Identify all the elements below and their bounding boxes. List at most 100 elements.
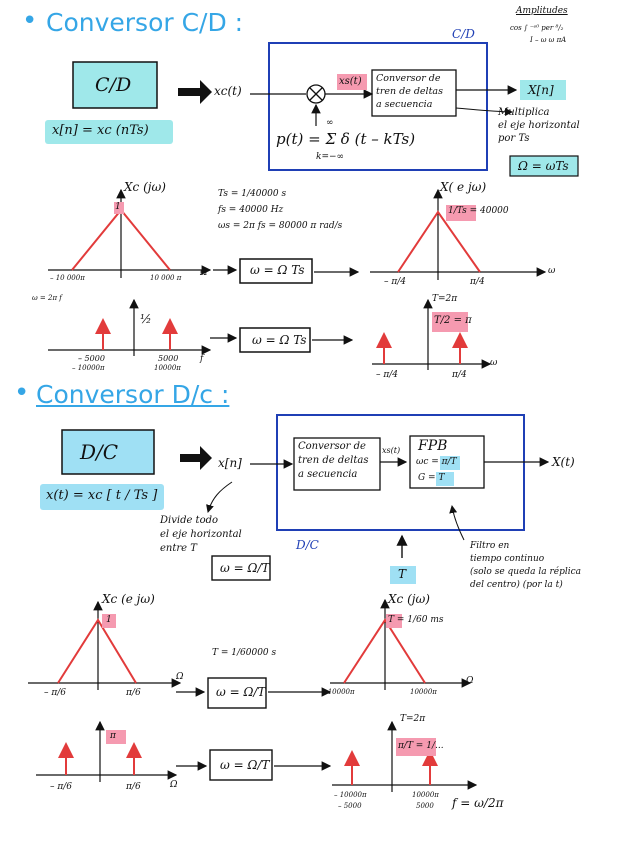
dc-plot3-tick-right: π/6 — [126, 782, 141, 792]
cd-title: Conversor C/D : — [46, 8, 244, 37]
bullet-icon: • — [14, 378, 30, 408]
bullet-icon: • — [22, 6, 38, 36]
cd-plot2-label: X( e jω) — [440, 180, 487, 194]
cd-plot3-tick-3: 5000 — [158, 354, 179, 363]
dc-triangle-2 — [343, 618, 426, 684]
cd-plot2-peak: 1/Ts = 40000 — [448, 206, 509, 216]
cd-xc-t: xc(t) — [214, 84, 242, 98]
cd-plot3-tick-1: – 5000 — [78, 354, 105, 363]
top-note-1: Amplitudes — [516, 6, 568, 16]
dc-big-arrow — [180, 446, 212, 470]
cd-plot1-tick-right: 10 000 π — [150, 274, 182, 282]
dc-corner-label: D/C — [296, 538, 319, 552]
cd-sum-bot: k=−∞ — [316, 152, 345, 162]
dc-left-box-text: ω = Ω/T — [220, 561, 270, 575]
dc-wc: ωc = π/T — [416, 457, 457, 467]
cd-omega-note: ω = 2π f — [32, 294, 62, 302]
dc-plot2-tick-right: 10000π — [410, 688, 437, 696]
dc-plot3-axis: Ω — [170, 780, 178, 790]
xn-highlight — [520, 80, 566, 100]
dc-plot1-peak: 1 — [106, 615, 112, 625]
cd-sum-top: ∞ — [326, 118, 334, 128]
dc-block-box — [61, 429, 155, 475]
dc-plot1-axis: Ω — [176, 672, 184, 682]
cd-plot4-tick-right: π/4 — [452, 370, 467, 380]
dc-xs: xs(t) — [382, 446, 401, 455]
cd-corner-label: C/D — [452, 27, 475, 41]
cd-xs-t: xs(t) — [339, 76, 362, 87]
cd-plot4-axis: ω — [490, 358, 498, 368]
dc-out: X(t) — [552, 455, 575, 469]
dc-system-box — [276, 414, 525, 531]
cd-map-box — [239, 258, 313, 284]
cd-xn: X[n] — [528, 83, 554, 97]
dc-left-box — [211, 555, 271, 581]
cd-plot2-axis: ω — [548, 266, 556, 276]
dc-plot1-label: Xc (e jω) — [102, 592, 155, 606]
omega-box-outline — [509, 155, 579, 177]
cd-map-box-2-text: ω = Ω Ts — [252, 333, 307, 347]
dc-plot4-top: T=2π — [400, 714, 426, 724]
dc-gain: G = T — [418, 473, 445, 483]
dc-plot2-label: Xc (jω) — [388, 592, 430, 606]
cd-plot4-top: T=2π — [432, 294, 458, 304]
dc-map-box-2-text: ω = Ω/T — [220, 758, 270, 772]
cd-plot4-tick-left: – π/4 — [376, 370, 399, 380]
dc-map-box-2 — [209, 749, 273, 781]
dc-title: Conversor D/c : — [36, 380, 230, 409]
dc-plot3-tick-left: – π/6 — [50, 782, 73, 792]
dc-converter-box — [293, 437, 381, 491]
cd-triangle-2 — [397, 210, 481, 273]
cd-pt: p(t) = Σ δ (t – kTs) — [276, 130, 416, 148]
dc-period: T = 1/60000 s — [212, 648, 277, 658]
cd-plot2-tick-left: – π/4 — [384, 277, 407, 287]
dc-freq: f = ω/2π — [452, 796, 504, 810]
dc-fpb: FPB — [418, 438, 448, 454]
top-note-3: I – ω ω πA — [530, 36, 567, 44]
dc-formula-highlight — [40, 484, 164, 510]
dc-block-label: D/C — [80, 440, 119, 464]
dc-plot1-tick-right: π/6 — [126, 688, 141, 698]
cd-big-arrow — [178, 80, 212, 104]
dc-map-box-text: ω = Ω/T — [216, 685, 266, 699]
dc-triangle-1 — [57, 618, 137, 684]
cd-plot4-peak: T/2 = π — [434, 315, 472, 326]
cd-formula-highlight — [45, 120, 173, 144]
cd-plot1-axis: Ω — [200, 268, 208, 278]
cd-plot3-tick-4: 10000π — [154, 364, 181, 372]
cd-block-box — [72, 61, 158, 109]
dc-plot3-peak: π — [110, 731, 116, 741]
cd-omega-box: Ω = ωTs — [518, 159, 569, 173]
dc-plot4-peak: π/T = 1/... — [398, 741, 444, 751]
dc-plot4-tick-4: 5000 — [416, 802, 434, 810]
dc-plot4-tick-1: – 10000π — [334, 791, 367, 799]
cd-map-box-2 — [239, 327, 311, 353]
dc-plot4-tick-2: – 5000 — [338, 802, 362, 810]
dc-plot2-axis: Ω — [466, 676, 474, 686]
cd-system-box — [268, 42, 488, 171]
dc-xn: x[n] — [218, 456, 242, 470]
cd-plot1-peak: 1 — [115, 202, 121, 212]
cd-plot3-half: ½ — [140, 312, 152, 326]
dc-plot2-peak: T = 1/60 ms — [388, 615, 444, 625]
cd-converter-box — [371, 69, 457, 117]
dc-t-box: T — [398, 567, 407, 581]
cd-block-label: C/D — [95, 74, 132, 96]
dc-formula: x(t) = xc [ t / Ts ] — [46, 488, 158, 503]
cd-map-box-text: ω = Ω Ts — [250, 263, 305, 277]
dc-plot2-tick-left: – 10000π — [322, 688, 355, 696]
cd-formula: x[n] = xc (nTs) — [52, 123, 149, 138]
top-note-2: cos ∫ ⁻ᵉ⁰ per ⁸/₂ — [510, 24, 564, 32]
dc-map-box — [207, 677, 267, 709]
dc-plot1-tick-left: – π/6 — [44, 688, 67, 698]
t-box — [390, 566, 416, 584]
cd-plot3-tick-2: – 10000π — [72, 364, 105, 372]
xs-highlight — [337, 74, 367, 90]
